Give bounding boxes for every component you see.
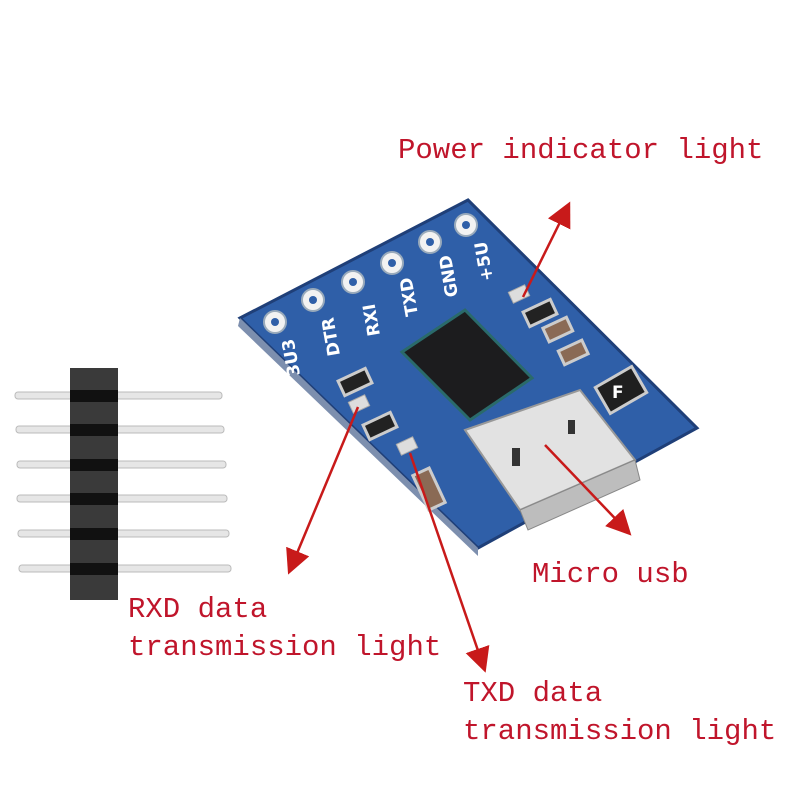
arrow-power	[521, 201, 571, 298]
fuse-mark: F	[612, 383, 624, 403]
capacitors	[410, 315, 591, 513]
callout-usb: Micro usb	[532, 558, 689, 591]
leds	[347, 284, 531, 456]
fuse: F	[593, 364, 649, 416]
arrow-rxd	[286, 406, 360, 575]
pin-header	[14, 368, 232, 600]
resistors	[336, 297, 559, 442]
arrow-usb	[544, 444, 632, 536]
callout-power: Power indicator light	[398, 134, 764, 167]
ic-chip	[399, 308, 535, 422]
callout-arrows	[286, 201, 632, 673]
arrow-txd	[408, 452, 490, 673]
usb-serial-board: 3U3 DTR RXI TXD GND +5U F	[237, 198, 700, 556]
header-plastic	[70, 368, 118, 600]
header-pins	[14, 391, 232, 573]
pin-holes	[263, 213, 478, 334]
